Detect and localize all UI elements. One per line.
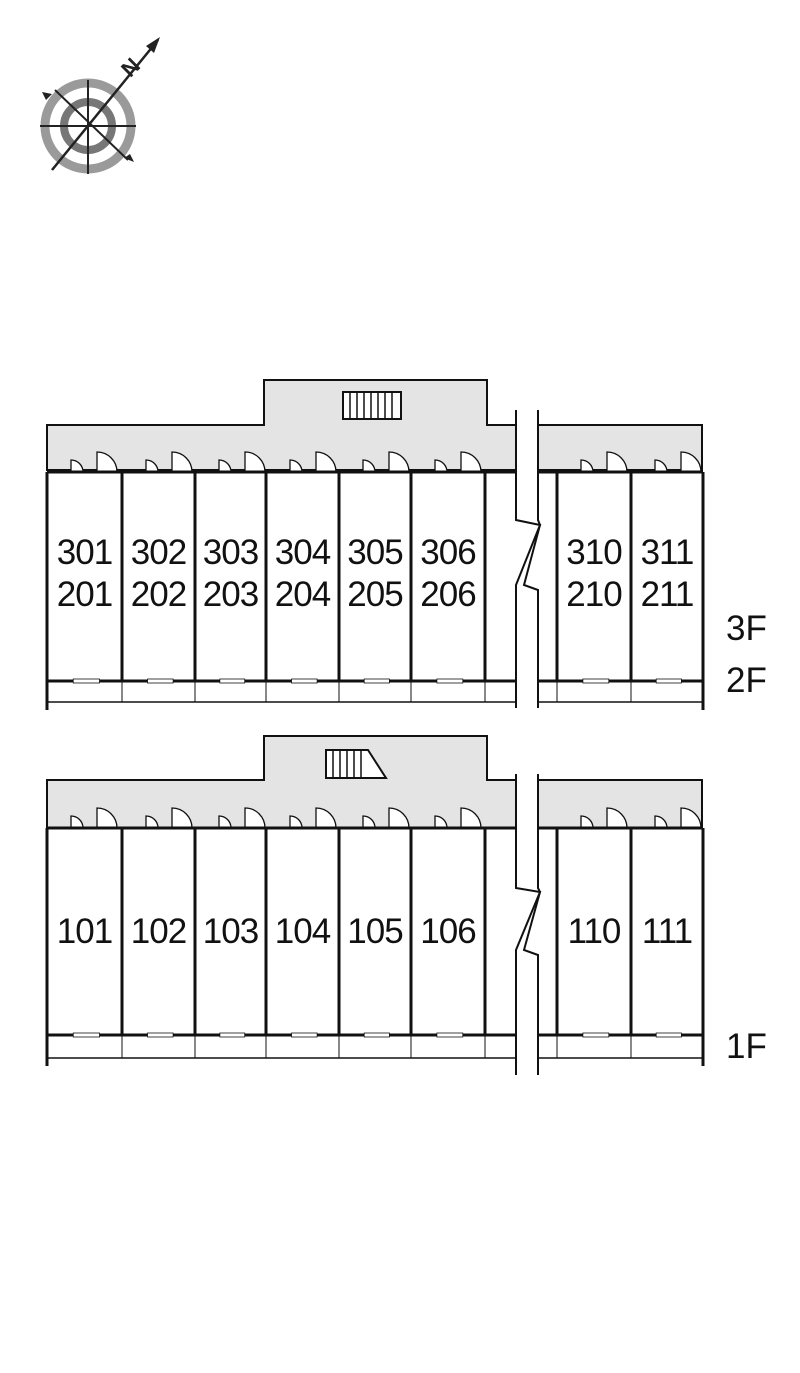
window-mark	[72, 678, 100, 684]
unit-labels: 3012013022023032033042043052053062063102…	[57, 533, 695, 614]
door-swing-large	[680, 451, 702, 473]
door-swing-large	[680, 807, 702, 829]
unit-label: 303	[203, 533, 258, 572]
door-swing-large	[244, 451, 266, 473]
door-swing-large	[606, 451, 628, 473]
unit-label: 203	[203, 575, 258, 614]
floor-label-3f: 3F	[726, 609, 767, 648]
door-swing-small	[362, 459, 376, 473]
window-mark	[436, 1032, 464, 1038]
unit-label: 201	[57, 575, 112, 614]
window-mark	[291, 1032, 318, 1038]
door-swing-small	[145, 815, 159, 829]
door-swing-small	[654, 459, 668, 473]
door-swing-large	[171, 807, 193, 829]
door-swing-large	[388, 807, 410, 829]
door-swing-large	[388, 451, 410, 473]
door-swing-large	[606, 807, 628, 829]
door-swing-small	[654, 815, 668, 829]
unit-walls	[45, 826, 705, 1066]
floor-label-1f: 1F	[726, 1027, 767, 1066]
unit-label: 111	[642, 912, 692, 951]
unit-labels: 101 102 103 104 105 106 110 111	[57, 912, 693, 951]
stairs-icon	[342, 391, 402, 420]
door-swing-small	[145, 459, 159, 473]
door-swing-small	[289, 815, 303, 829]
door-swing-large	[171, 451, 193, 473]
door-swing-small	[70, 459, 84, 473]
door-swings	[70, 451, 702, 473]
window-mark	[655, 1032, 682, 1038]
window-mark	[363, 1032, 390, 1038]
break-line-lower	[515, 774, 542, 1075]
window-mark	[147, 1032, 174, 1038]
unit-label: 302	[131, 533, 186, 572]
door-swing-large	[460, 807, 482, 829]
window-mark	[219, 1032, 246, 1038]
unit-label: 306	[420, 533, 475, 572]
door-swing-small	[580, 815, 594, 829]
unit-label: 310	[566, 533, 622, 572]
unit-label: 211	[641, 575, 694, 614]
door-swings	[70, 807, 702, 829]
door-swing-large	[460, 451, 482, 473]
door-swing-small	[289, 459, 303, 473]
door-swing-small	[434, 815, 448, 829]
unit-label: 210	[566, 575, 622, 614]
door-swing-large	[96, 451, 118, 473]
unit-label: 304	[275, 533, 331, 572]
door-swing-large	[315, 807, 337, 829]
window-mark	[219, 678, 246, 684]
unit-label: 101	[57, 912, 112, 951]
unit-label: 205	[347, 575, 402, 614]
window-mark	[72, 1032, 100, 1038]
window-mark	[582, 678, 610, 684]
window-mark	[436, 678, 464, 684]
door-swing-small	[70, 815, 84, 829]
door-swing-small	[218, 459, 232, 473]
break-line-upper	[515, 410, 542, 708]
window-mark	[582, 1032, 610, 1038]
unit-label: 301	[57, 533, 112, 572]
corridor-left-1f	[46, 735, 517, 829]
door-swing-small	[434, 459, 448, 473]
unit-walls	[45, 470, 705, 710]
unit-label: 204	[275, 575, 331, 614]
north-compass-icon: N	[40, 37, 160, 174]
floor-label-2f: 2F	[726, 661, 767, 700]
window-mark	[363, 678, 390, 684]
window-mark	[655, 678, 682, 684]
window-mark	[291, 678, 318, 684]
unit-label: 110	[568, 912, 621, 951]
stairs-icon	[325, 749, 388, 779]
compass-label: N	[116, 53, 145, 82]
door-swing-small	[580, 459, 594, 473]
door-swing-small	[218, 815, 232, 829]
door-swing-large	[96, 807, 118, 829]
unit-label: 106	[420, 912, 475, 951]
unit-label: 206	[420, 575, 475, 614]
unit-label: 104	[275, 912, 331, 951]
unit-label: 103	[203, 912, 258, 951]
unit-label: 102	[131, 912, 186, 951]
upper-floors-block: 3012013022023032033042043052053062063102…	[45, 379, 767, 710]
lower-floor-block: 101 102 103 104 105 106 110 111 1F	[45, 735, 767, 1066]
door-swing-large	[315, 451, 337, 473]
door-swing-large	[244, 807, 266, 829]
unit-label: 202	[131, 575, 186, 614]
window-mark	[147, 678, 174, 684]
unit-label: 305	[347, 533, 402, 572]
door-swing-small	[362, 815, 376, 829]
unit-label: 105	[347, 912, 402, 951]
unit-label: 311	[641, 533, 694, 572]
corridor-left	[46, 379, 517, 471]
